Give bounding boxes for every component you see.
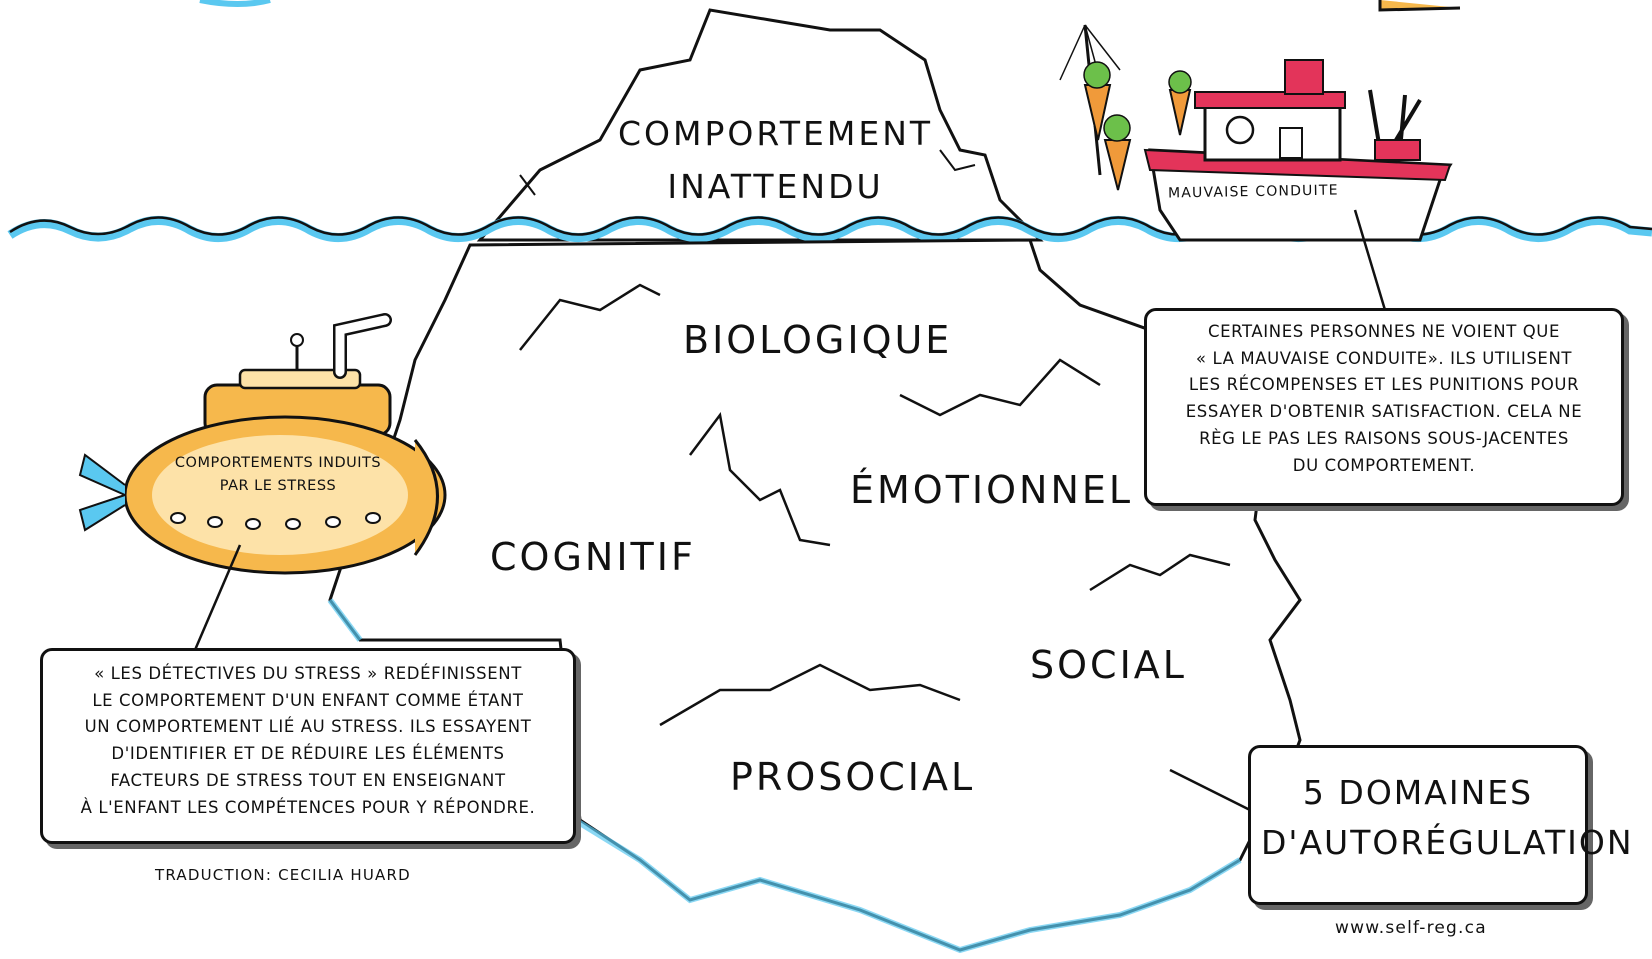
submarine-deck <box>238 368 362 390</box>
porthole <box>325 516 341 528</box>
callout-line: LE COMPORTEMENT D'UN ENFANT COMME ÉTANT <box>92 690 524 710</box>
carrot-icon <box>1168 89 1192 136</box>
iceberg-crack <box>899 358 1101 417</box>
submarine-label: COMPORTEMENTS INDUITS PAR LE STRESS <box>148 452 408 498</box>
carrot-leaves-icon <box>1168 70 1192 94</box>
callout-line: « LES DÉTECTIVES DU STRESS » REDÉFINISSE… <box>94 664 522 683</box>
boat-cabin <box>1203 103 1342 162</box>
porthole <box>207 516 223 528</box>
submarine-label-line: PAR LE STRESS <box>219 478 337 495</box>
top-label-line: INATTENDU <box>667 166 884 206</box>
five-domains-box: 5 DOMAINES D'AUTORÉGULATION <box>1248 745 1634 905</box>
propeller-icon <box>78 453 126 532</box>
boat-hull-label: MAUVAISE CONDUITE <box>1167 182 1339 202</box>
iceberg-shadow <box>327 598 1242 954</box>
boat-door <box>1279 127 1303 159</box>
boat-chimney <box>1284 59 1324 95</box>
iceberg-tip <box>476 8 1044 242</box>
callout-line: À L'ENFANT LES COMPÉTENCES POUR Y RÉPOND… <box>80 797 536 817</box>
iceberg-crack <box>689 411 831 547</box>
domains-box-line: D'AUTORÉGULATION <box>1261 822 1634 862</box>
boat-illustration <box>1059 24 1453 242</box>
callout-line: UN COMPORTEMENT LIÉ AU STRESS. ILS ESSAY… <box>84 717 532 737</box>
domains-leader-line <box>1169 768 1251 812</box>
carrot-leaves-icon <box>1103 114 1131 142</box>
website-link[interactable]: www.self-reg.ca <box>1335 918 1487 938</box>
top-edge-remnant <box>1378 0 1461 12</box>
iceberg-crack <box>519 283 661 351</box>
stress-detectives-callout: « LES DÉTECTIVES DU STRESS » REDÉFINISSE… <box>40 648 576 844</box>
domains-box-line: 5 DOMAINES <box>1302 773 1534 812</box>
callout-line: « LA MAUVAISE CONDUITE». ILS UTILISENT <box>1195 348 1573 368</box>
periscope <box>335 315 390 377</box>
top-label-line: COMPORTEMENT <box>618 114 934 153</box>
callout-line: ESSAYER D'OBTENIR SATISFACTION. CELA NE <box>1185 402 1583 422</box>
submarine-nose <box>413 439 439 556</box>
submarine-leader-line <box>193 544 242 651</box>
porthole <box>245 518 261 530</box>
domain-emotionnel: ÉMOTIONNEL <box>850 468 1134 512</box>
carrot-leaves-icon <box>1083 61 1111 89</box>
callout-line: LES RÉCOMPENSES ET LES PUNITIONS POUR <box>1188 375 1580 395</box>
carrot-icon <box>1103 139 1132 191</box>
callout-line: DU COMPORTEMENT. <box>1292 455 1476 475</box>
portholes <box>170 512 381 530</box>
submarine-label-line: COMPORTEMENTS INDUITS <box>174 455 382 471</box>
callout-line: CERTAINES PERSONNES NE VOIENT QUE <box>1207 322 1561 341</box>
iceberg-crack <box>519 149 976 196</box>
domain-prosocial: PROSOCIAL <box>730 755 976 799</box>
domain-social: SOCIAL <box>1030 643 1187 687</box>
iceberg-top-label: COMPORTEMENT INATTENDU <box>618 108 933 214</box>
submarine-illustration <box>78 313 447 575</box>
top-edge-remnant <box>199 0 271 7</box>
boat-leader-line <box>1353 209 1387 311</box>
iceberg-crack <box>659 663 961 727</box>
boat-cabin-roof <box>1194 91 1346 109</box>
translation-credit: TRADUCTION: CECILIA HUARD <box>155 866 411 884</box>
callout-line: FACTEURS DE STRESS TOUT EN ENSEIGNANT <box>110 770 506 790</box>
porthole <box>170 512 186 524</box>
porthole <box>285 518 301 530</box>
callout-line: RÈG LE PAS LES RAISONS SOUS-JACENTES <box>1199 428 1569 448</box>
domain-biologique: BIOLOGIQUE <box>683 318 953 362</box>
iceberg-crack <box>1089 553 1231 592</box>
porthole <box>365 512 381 524</box>
antenna-tip <box>290 333 304 347</box>
misbehavior-callout: CERTAINES PERSONNES NE VOIENT QUE « LA M… <box>1144 308 1624 506</box>
domain-cognitif: COGNITIF <box>490 535 696 579</box>
callout-line: D'IDENTIFIER ET DE RÉDUIRE LES ÉLÉMENTS <box>111 744 505 764</box>
boat-basket <box>1374 139 1421 161</box>
porthole <box>1225 115 1255 145</box>
